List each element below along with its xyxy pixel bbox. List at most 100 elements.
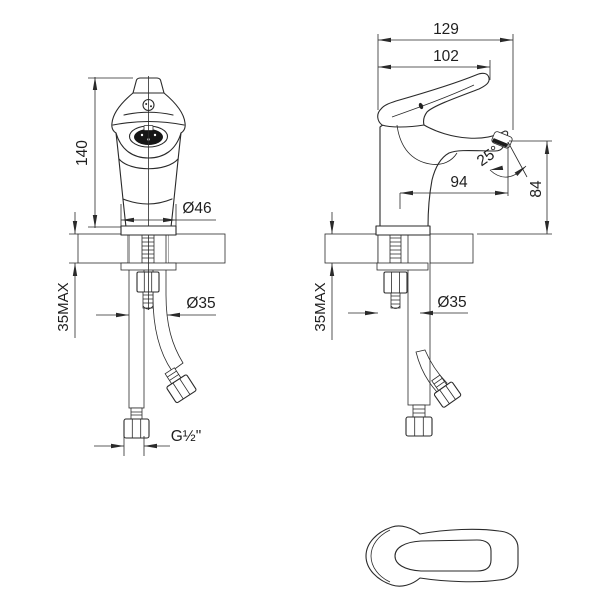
dim-label-deck-max: 35MAX	[55, 282, 72, 331]
arrowhead	[500, 37, 513, 43]
arrowhead	[544, 221, 550, 234]
arrowhead	[420, 310, 433, 316]
cold-dot	[150, 105, 152, 108]
arrowhead	[111, 443, 124, 449]
arrowhead	[490, 165, 504, 170]
nut-facets	[143, 272, 153, 292]
dim-label-hole-diameter: Ø35	[437, 294, 466, 311]
arrowhead	[72, 221, 78, 234]
dim-label-hole-diameter: Ø35	[186, 295, 215, 312]
dim-label-height: 140	[74, 140, 91, 166]
mounting-washer	[376, 262, 429, 271]
dim-label-spout-height: 84	[528, 180, 545, 198]
lever-outline	[377, 72, 490, 128]
aerator-dot	[153, 133, 157, 137]
arrowhead	[365, 310, 378, 316]
dim-spout-height-lines	[477, 140, 552, 235]
arrowhead	[92, 77, 98, 90]
front-faucet-body	[111, 76, 186, 310]
dim-depth-lines	[377, 34, 514, 130]
body-outline-right	[163, 92, 186, 228]
hot-dot	[145, 103, 148, 105]
arrowhead	[116, 312, 129, 318]
nut-facets	[391, 272, 400, 293]
spout-outlet	[491, 131, 513, 149]
stud-threads	[390, 237, 401, 259]
dim-label-spout-reach: 94	[450, 174, 468, 191]
dim-label-deck-max: 35MAX	[312, 282, 329, 331]
dim-spout-reach-lines	[399, 142, 509, 209]
arrowhead	[72, 263, 78, 276]
lever-top-view	[365, 525, 519, 587]
dim-label-thread: G½"	[171, 428, 202, 445]
ferrule-lines	[131, 411, 142, 416]
front-view: 140 35MAX Ø46 Ø35 G½"	[55, 76, 226, 456]
hose-second-connector	[431, 374, 462, 408]
hex-nut-facets	[131, 419, 142, 438]
arrowhead	[378, 37, 391, 43]
hose-curved	[152, 234, 184, 372]
hex-nut-facets	[172, 378, 191, 400]
arrowhead	[163, 217, 176, 223]
stud-tip-threads	[142, 294, 154, 310]
arrowhead	[92, 215, 98, 228]
hose-main-connector	[405, 404, 433, 437]
side-mounting-hardware	[376, 234, 462, 437]
arrowhead	[378, 64, 391, 70]
hex-nut-facets	[439, 385, 456, 405]
dim-height-lines	[88, 77, 133, 228]
lever-outer-outline	[365, 525, 519, 587]
arrowhead	[329, 221, 335, 234]
dim-label-base-diameter: Ø46	[182, 200, 211, 217]
arrowhead	[495, 190, 508, 196]
stud-tip	[142, 291, 154, 309]
threaded-stud	[389, 234, 402, 264]
side-faucet-body	[375, 72, 513, 236]
mounting-hole	[378, 234, 430, 263]
hose-curved-connector	[164, 367, 197, 404]
base-flange	[120, 225, 177, 236]
stud-tip	[390, 292, 401, 309]
lever-cap-inner-arc	[370, 529, 391, 583]
base-flange	[375, 225, 431, 236]
stud-tip-threads	[390, 295, 401, 309]
dim-lever-length-lines	[378, 60, 491, 80]
arrowhead	[167, 312, 180, 318]
body-seam	[396, 124, 458, 165]
hose-ferrule	[412, 404, 426, 418]
hose-ferrule	[130, 407, 143, 420]
arrowhead	[514, 166, 526, 176]
arrowhead	[144, 443, 157, 449]
arrowhead	[329, 263, 335, 276]
ferrule-lines	[167, 370, 179, 381]
side-countertop	[324, 233, 474, 264]
body-seam-lower	[122, 198, 173, 205]
hex-nut-facets	[414, 417, 424, 436]
arrowhead	[477, 64, 490, 70]
dim-label-depth: 129	[433, 21, 459, 38]
hose-hex-nut	[123, 418, 150, 439]
dim-label-lever-length: 102	[433, 48, 459, 65]
mounting-nut	[383, 271, 408, 294]
mounting-nut	[136, 271, 160, 293]
threaded-stud	[141, 234, 155, 264]
arrowhead	[400, 190, 413, 196]
ferrule-lines	[433, 377, 445, 388]
hose-hex-nut	[166, 374, 197, 404]
arrowhead	[544, 141, 550, 154]
lever-indicator-dot	[418, 102, 424, 110]
body-outline-left	[111, 92, 134, 228]
front-dimensions: 140 35MAX Ø46 Ø35 G½"	[55, 77, 216, 456]
lever-inner-outline	[394, 539, 492, 572]
outlet-aerator	[492, 138, 508, 148]
lever-edge-line	[391, 84, 475, 118]
arrowhead	[121, 217, 134, 223]
hose-straight-connector	[123, 407, 150, 439]
aerator-dot	[140, 133, 144, 137]
hose-hex-nut	[405, 416, 433, 437]
hose-hex-nut	[433, 381, 462, 408]
stud-threads	[142, 237, 154, 259]
